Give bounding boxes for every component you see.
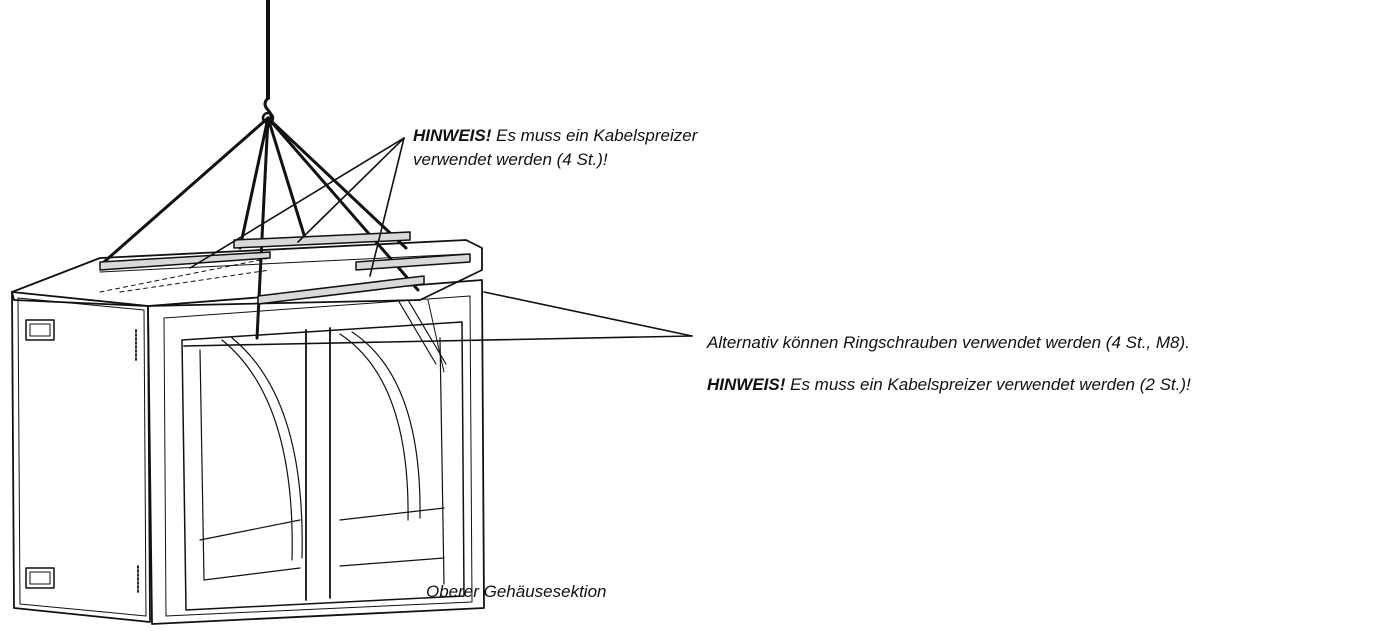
housing-top xyxy=(11,239,483,307)
crane-hook xyxy=(261,0,275,125)
housing-left-panel xyxy=(11,291,151,623)
note-ring-screws: Alternativ können Ringschrauben verwende… xyxy=(707,331,1190,355)
note-top-line2: verwendet werden (4 St.)! xyxy=(413,150,608,169)
pointer-lines xyxy=(183,137,693,347)
housing-front-frame xyxy=(147,279,485,625)
note-cable-spreader-top: HINWEIS! Es muss ein Kabelspreizer verwe… xyxy=(413,124,697,172)
note-top-line1: Es muss ein Kabelspreizer xyxy=(491,126,698,145)
note-cable-spreader-right: HINWEIS! Es muss ein Kabelspreizer verwe… xyxy=(707,373,1191,397)
note-right-line1: Alternativ können Ringschrauben verwende… xyxy=(707,333,1190,352)
note-right-bold: HINWEIS! xyxy=(707,375,786,394)
cable-spreaders xyxy=(99,231,471,305)
note-right-line2: Es muss ein Kabelspreizer verwendet werd… xyxy=(785,375,1191,394)
section-caption: Oberer Gehäusesektion xyxy=(426,582,607,601)
note-top-bold: HINWEIS! xyxy=(413,126,492,145)
